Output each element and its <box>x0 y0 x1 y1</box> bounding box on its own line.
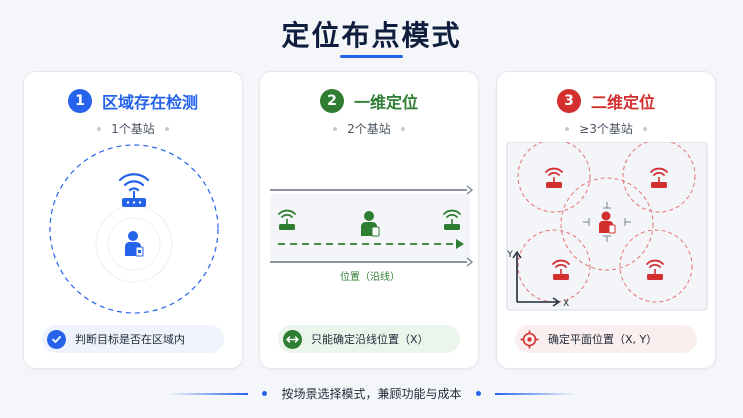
base-station-icon <box>278 209 296 230</box>
card-header: 3 二维定位 <box>497 89 715 113</box>
footer-text: 按场景选择模式，兼顾功能与成本 <box>281 387 462 401</box>
coverage-circle <box>49 144 219 314</box>
note-text: 判断目标是否在区域内 <box>75 333 185 346</box>
bullet-dot <box>642 126 647 131</box>
bullet-dot <box>333 126 338 131</box>
base-station-icon <box>646 259 664 280</box>
bullet-dot <box>565 126 570 131</box>
check-icon <box>47 329 66 349</box>
card-subtitle: 2个基站 <box>260 120 478 137</box>
footer-divider <box>494 392 575 395</box>
crosshair-icon <box>520 330 539 349</box>
axes <box>512 250 561 307</box>
base-station-icon <box>552 259 570 280</box>
card-subtitle: ≥3个基站 <box>497 120 715 137</box>
footer-dot <box>262 391 268 396</box>
note-pill: 确定平面位置（X, Y） <box>515 325 697 353</box>
base-station-icon <box>118 173 150 207</box>
card-subtitle: 1个基站 <box>24 120 242 137</box>
y-axis-label: Y <box>506 250 513 260</box>
card-header: 2 一维定位 <box>260 89 478 113</box>
title-underline <box>340 55 403 58</box>
plane-diagram: Y X <box>506 142 708 311</box>
card-presence-detection: 1 区域存在检测 1个基站 判断目标是否在区域内 <box>23 71 243 369</box>
station-count: ≥3个基站 <box>579 122 633 136</box>
person-tag-icon <box>125 231 144 257</box>
corridor-diagram: 位置（沿线） <box>270 185 474 283</box>
card-1d-positioning: 2 一维定位 2个基站 位置（沿线） <box>259 71 479 369</box>
base-station-icon <box>650 167 668 188</box>
step-badge: 3 <box>556 89 581 113</box>
x-axis-label: X <box>563 299 569 309</box>
target-ticks <box>583 202 631 242</box>
note-pill: 判断目标是否在区域内 <box>42 325 224 353</box>
base-station-icon <box>443 209 461 230</box>
arrows-horizontal-icon <box>283 329 302 349</box>
arrowhead <box>466 257 474 267</box>
footer: 按场景选择模式，兼顾功能与成本 <box>0 385 743 402</box>
step-badge: 1 <box>67 89 92 113</box>
presence-diagram <box>49 144 219 314</box>
note-text: 只能确定沿线位置（X） <box>311 333 429 346</box>
footer-divider <box>168 392 249 395</box>
note-pill: 只能确定沿线位置（X） <box>278 325 460 353</box>
card-title: 二维定位 <box>590 93 655 112</box>
note-text: 确定平面位置（X, Y） <box>548 333 658 346</box>
arrowhead <box>466 185 474 195</box>
footer-dot <box>475 391 481 396</box>
card-2d-positioning: 3 二维定位 ≥3个基站 <box>496 71 716 369</box>
step-badge: 2 <box>319 89 344 113</box>
card-title: 区域存在检测 <box>101 93 198 112</box>
bullet-dot <box>400 126 405 131</box>
arrowhead <box>456 239 464 249</box>
station-count: 2个基站 <box>347 122 391 136</box>
bullet-dot <box>97 126 102 131</box>
bullet-dot <box>164 126 169 131</box>
base-station-icon <box>545 167 563 188</box>
person-tag-icon <box>599 211 616 234</box>
corridor-label: 位置（沿线） <box>340 270 400 283</box>
halo-ring <box>107 217 161 271</box>
station-count: 1个基站 <box>111 122 155 136</box>
card-header: 1 区域存在检测 <box>24 89 242 113</box>
page-title: 定位布点模式 <box>281 19 462 52</box>
card-title: 一维定位 <box>353 93 418 112</box>
person-tag-icon <box>361 211 380 237</box>
